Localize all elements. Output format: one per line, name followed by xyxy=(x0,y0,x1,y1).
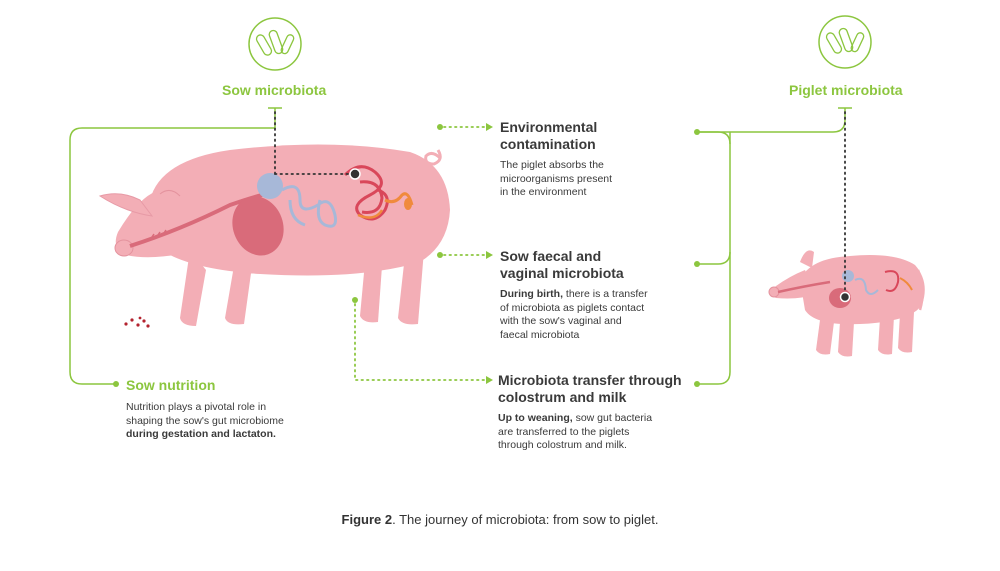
colostrum-block: Microbiota transfer through colostrum an… xyxy=(498,372,708,453)
sow-pointer xyxy=(274,111,361,180)
arrow-heads xyxy=(486,123,493,384)
piglet-illustration xyxy=(768,250,925,357)
connector-lines xyxy=(69,107,852,385)
sow-bacteria-icon xyxy=(248,17,302,71)
faecal-block: Sow faecal and vaginal microbiota During… xyxy=(500,248,700,342)
nutrition-desc-1: Nutrition plays a pivotal role in xyxy=(126,401,267,413)
nutrition-desc-2: shaping the sow's gut microbiome xyxy=(126,414,284,427)
colostrum-desc-3: through colostrum and milk. xyxy=(498,439,627,451)
colostrum-desc-1: sow gut bacteria xyxy=(572,412,653,424)
piglet-pointer xyxy=(839,111,851,303)
faecal-desc-3: with the sow's vaginal and xyxy=(500,315,622,327)
faecal-heading-1: Sow faecal and xyxy=(500,248,602,264)
figure-caption: Figure 2. The journey of microbiota: fro… xyxy=(0,512,1000,527)
nutrition-block: Sow nutrition Nutrition plays a pivotal … xyxy=(126,377,346,442)
piglet-bacteria-icon xyxy=(818,15,872,69)
environmental-heading-1: Environmental xyxy=(500,119,598,135)
faecal-desc-4: faecal microbiota xyxy=(500,328,580,341)
colostrum-desc-bold: Up to weaning, xyxy=(498,412,573,424)
environmental-desc-1: The piglet absorbs the xyxy=(500,159,604,171)
nutrition-desc-bold: during gestation and lactaton. xyxy=(126,428,276,440)
sow-microbiota-label: Sow microbiota xyxy=(222,82,327,98)
piglet-microbiota-label: Piglet microbiota xyxy=(789,82,903,98)
environmental-heading-2: contamination xyxy=(500,136,596,152)
colostrum-heading-2: colostrum and milk xyxy=(498,389,627,405)
faecal-desc-1: there is a transfer xyxy=(563,288,648,300)
figure-number: Figure 2 xyxy=(341,512,393,527)
faecal-desc-bold: During birth, xyxy=(500,288,563,300)
sow-illustration xyxy=(98,144,450,326)
colostrum-heading-1: Microbiota transfer through xyxy=(498,372,682,388)
colostrum-desc-2: are transferred to the piglets xyxy=(498,425,630,438)
faecal-heading-2: vaginal microbiota xyxy=(500,265,624,281)
dotted-arrows xyxy=(354,126,487,381)
environmental-block: Environmental contamination The piglet a… xyxy=(500,119,700,200)
nutrition-heading: Sow nutrition xyxy=(126,377,216,393)
feed-pellets xyxy=(124,316,150,328)
environmental-desc-2: microorganisms present xyxy=(500,172,613,185)
environmental-desc-3: in the environment xyxy=(500,186,587,198)
faecal-desc-2: of microbiota as piglets contact xyxy=(500,301,645,314)
figure-caption-text: . The journey of microbiota: from sow to… xyxy=(392,512,659,527)
connector-dots xyxy=(113,124,700,387)
